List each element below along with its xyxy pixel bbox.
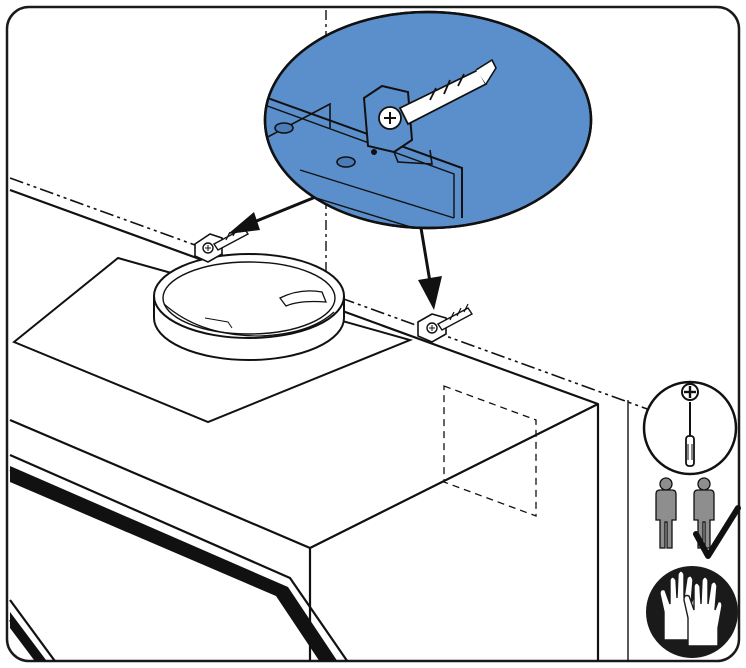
check-mark-icon	[693, 505, 741, 559]
duct-collar	[153, 253, 345, 361]
front-panel-trim-lower	[10, 612, 52, 661]
bracket-right	[417, 303, 474, 343]
zoom-detail-bubble	[263, 10, 593, 230]
screwdriver-phillips-icon	[642, 380, 738, 476]
pointer-arrow-left	[228, 194, 319, 234]
front-panel-trim	[10, 466, 342, 661]
protective-gloves-icon	[646, 566, 738, 658]
scene	[9, 10, 651, 661]
pointer-arrow-right	[418, 221, 442, 310]
two-person-icon	[655, 477, 715, 549]
dashed-cutout-outline	[443, 385, 537, 517]
